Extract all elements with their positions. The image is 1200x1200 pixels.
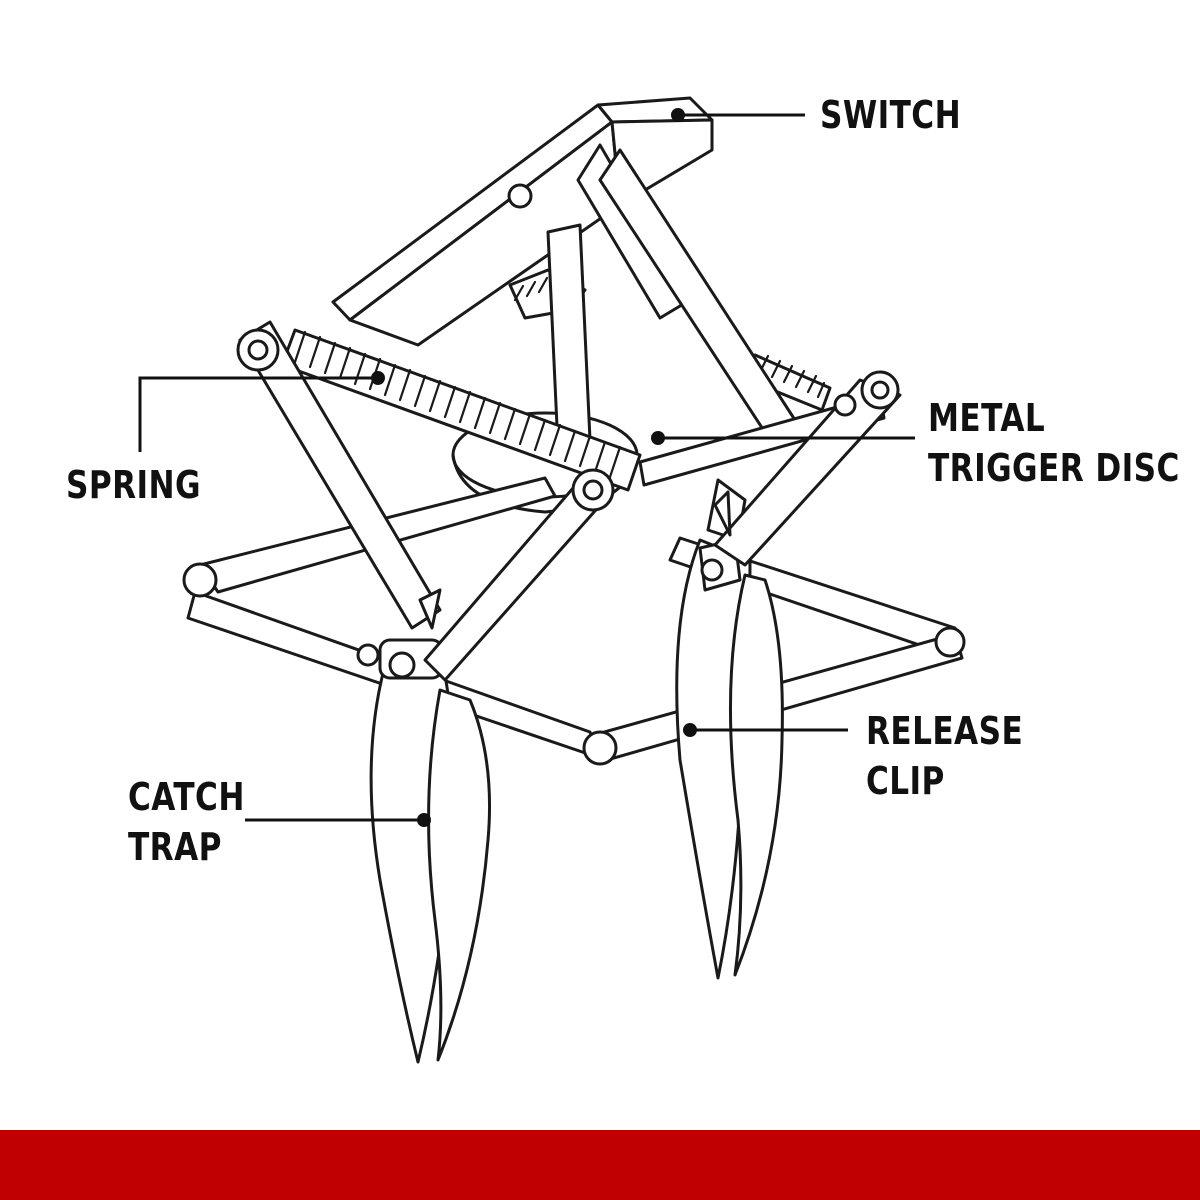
label-metal-trigger-disc-line2: TRIGGER DISC [928,446,1180,490]
label-catch-trap-line2: TRAP [128,825,222,869]
label-release-clip-line1: RELEASE [866,709,1024,753]
label-catch-trap: CATCH TRAP [128,772,245,872]
metal-trigger-disc-dot [651,431,665,445]
callout-dots [371,108,697,827]
spring-dot [371,371,385,385]
label-spring-text: SPRING [66,463,201,507]
mole-trap-illustration [182,96,966,1064]
right-jaw [675,478,784,980]
callout-lines [138,113,915,822]
right-stake [713,490,732,537]
left-scissor-arm [236,320,442,630]
right-scissor-arm [423,370,902,682]
spring-leader [138,376,378,452]
catch-trap-dot [417,813,431,827]
label-release-clip-line2: CLIP [866,759,945,803]
label-switch: SWITCH [820,90,961,140]
footer-band [0,1130,1200,1200]
label-metal-trigger-disc-line1: METAL [928,396,1046,440]
release-clip-dot [683,723,697,737]
label-spring: SPRING [66,460,201,510]
switch-arm [331,96,797,442]
label-release-clip: RELEASE CLIP [866,706,1023,806]
label-catch-trap-line1: CATCH [128,775,245,819]
cross-rod [638,393,886,487]
switch-dot [671,108,685,122]
label-metal-trigger-disc: METAL TRIGGER DISC [928,393,1180,493]
left-jaw [356,638,491,1064]
label-switch-text: SWITCH [820,93,962,137]
